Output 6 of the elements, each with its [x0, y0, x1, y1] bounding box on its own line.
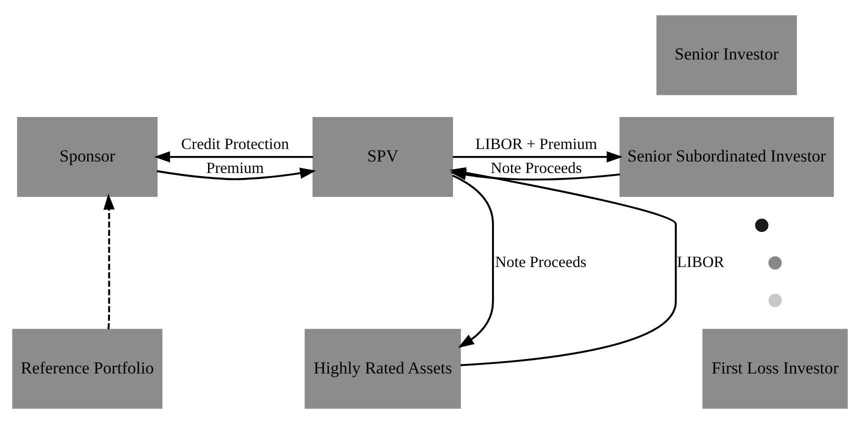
edge-label: Credit Protection	[181, 135, 290, 152]
edge-label: Premium	[206, 160, 264, 177]
edge-label: Note Proceeds	[495, 253, 586, 270]
edge-label: Note Proceeds	[490, 160, 582, 177]
edge-label: LIBOR + Premium	[475, 135, 598, 152]
edge-label: LIBOR	[677, 253, 724, 270]
